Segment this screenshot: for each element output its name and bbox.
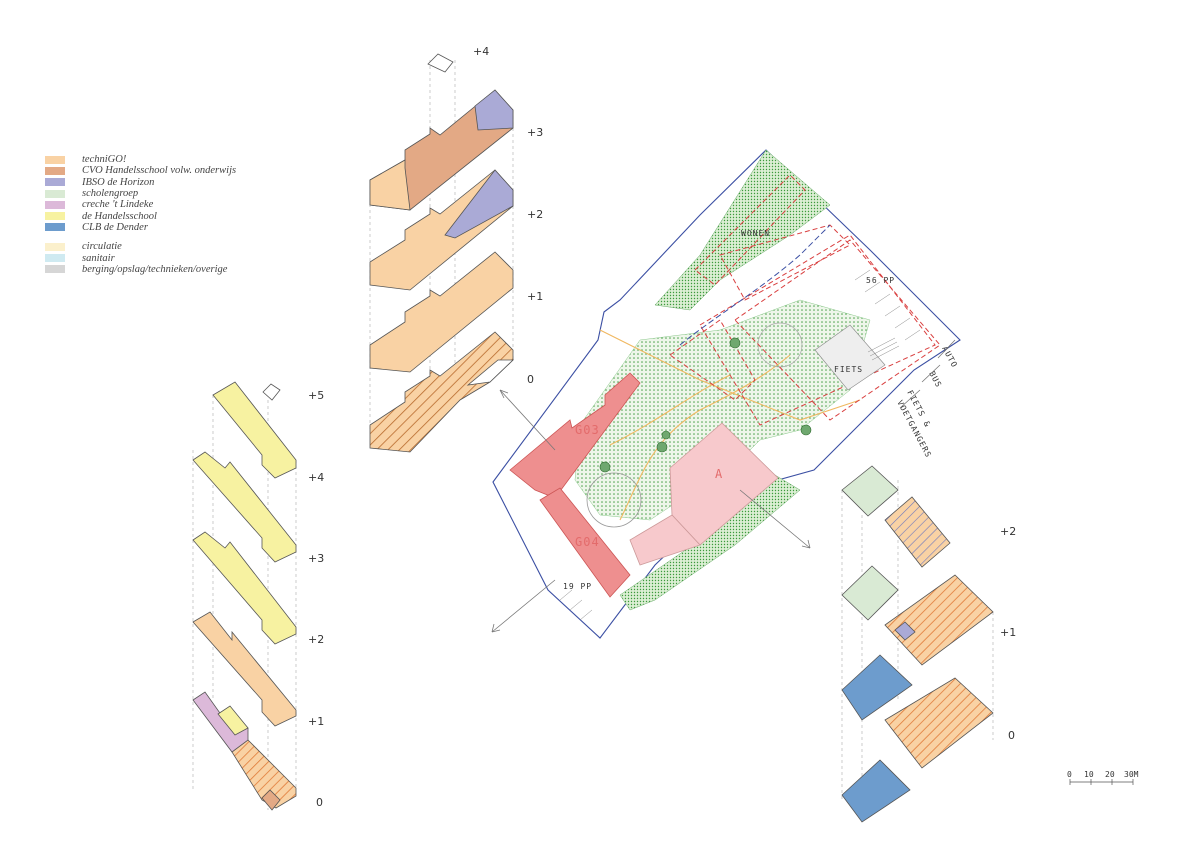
floor-plus1-right: [884, 574, 994, 666]
legend-swatch: [45, 178, 65, 187]
legend-item: CVO Handelsschool volw. onderwijs: [45, 165, 236, 176]
legend-swatch: [45, 166, 65, 175]
legend-item: sanitair: [45, 252, 236, 264]
legend-item: scholengroep: [45, 188, 236, 199]
legend-item: de Handelsschool: [45, 210, 236, 222]
levels-top: +4 +3 +2 +1 0: [473, 45, 543, 386]
level-label: +1: [527, 290, 543, 303]
legend-swatch: [45, 200, 65, 209]
level-label: +2: [1000, 525, 1016, 538]
level-label: +3: [527, 126, 543, 139]
levels-right: +2 +1 0: [1000, 525, 1016, 742]
courtyard-green: [574, 299, 871, 521]
building-a-label: A: [715, 467, 723, 481]
floor-ground: [369, 331, 514, 453]
footpaths: [599, 329, 861, 521]
parking-stripes: [559, 269, 921, 621]
legend-swatch: [45, 223, 65, 232]
level-plus4-roof: [427, 53, 454, 73]
level-label: +2: [527, 208, 543, 221]
legend-swatch: [45, 254, 65, 263]
legend-label: de Handelsschool: [82, 210, 157, 222]
green-strip-north: [654, 149, 831, 311]
legend-item: circulatie: [45, 241, 236, 252]
legend-label: IBSO de Horizon: [82, 176, 155, 188]
legend-label: CLB de Dender: [82, 221, 148, 233]
legend: techniGO!CVO Handelsschool volw. onderwi…: [45, 154, 236, 275]
legend-label: sanitair: [82, 252, 115, 264]
floor-plus5: [212, 381, 297, 479]
level-label: +5: [308, 389, 324, 402]
legend-swatch: [45, 265, 65, 274]
floor-plus3-left: [192, 531, 297, 645]
legend-swatch: [45, 189, 65, 198]
building-g04-label: G04: [575, 535, 600, 549]
building-g03-label: G03: [575, 423, 600, 437]
legend-label: creche 't Lindeke: [82, 199, 154, 211]
orientation-arrows: [491, 389, 811, 633]
parking-19-label: 19 PP: [563, 582, 592, 591]
floor-plus4: [192, 451, 297, 563]
scale-tick: 0: [1067, 770, 1072, 779]
auto-label: AUTO: [940, 345, 959, 370]
level-label: +4: [308, 471, 324, 484]
floor-ground-right: [884, 677, 994, 769]
level-label: 0: [1008, 729, 1015, 742]
site-plan: A G03 G04 WONEN 56 PP 19 PP FIETS AUTO B…: [491, 149, 961, 639]
floor-plus1: [369, 251, 514, 373]
floor-plus2-right-b: [884, 496, 951, 568]
stack-right: [841, 465, 994, 823]
parking-56-label: 56 PP: [866, 276, 895, 285]
level-label: 0: [316, 796, 323, 809]
level-label: +1: [1000, 626, 1016, 639]
legend-label: berging/opslag/technieken/overige: [82, 263, 228, 275]
legend-item: berging/opslag/technieken/overige: [45, 264, 236, 275]
trees: [599, 337, 812, 473]
scale-bar: 0 10 20 30M: [1067, 770, 1139, 785]
building-a: [669, 422, 779, 546]
round-feature: [586, 472, 642, 528]
stack-left: [192, 381, 297, 811]
level-label: +1: [308, 715, 324, 728]
wonen-label: WONEN: [741, 229, 770, 238]
legend-label: circulatie: [82, 241, 122, 253]
level-label: +3: [308, 552, 324, 565]
legend-item: techniGO!: [45, 154, 236, 165]
scale-tick: 10: [1084, 770, 1094, 779]
bus-label: BUS: [927, 370, 943, 390]
fiets-label: FIETS: [834, 365, 863, 374]
level-label: +4: [473, 45, 489, 58]
legend-item: creche 't Lindeke: [45, 199, 236, 210]
legend-label: CVO Handelsschool volw. onderwijs: [82, 165, 237, 177]
building-g04: [539, 487, 631, 598]
legend-swatch: [45, 212, 65, 221]
levels-left: +5 +4 +3 +2 +1 0: [308, 389, 324, 809]
floor-plus2-right-a: [841, 465, 899, 517]
level-label: +2: [308, 633, 324, 646]
legend-item: CLB de Dender: [45, 222, 236, 233]
planning-boundaries: [669, 174, 941, 426]
legend-label: scholengroep: [82, 188, 139, 200]
level-label: 0: [527, 373, 534, 386]
legend-swatch: [45, 242, 65, 251]
fiets-shelter: [814, 324, 886, 391]
legend-item: IBSO de Horizon: [45, 177, 236, 188]
scale-tick: 30M: [1124, 770, 1139, 779]
floor-plus2-left: [192, 611, 297, 727]
legend-swatch: [45, 155, 65, 164]
scale-tick: 20: [1105, 770, 1115, 779]
stack-top: [369, 53, 514, 453]
building-g03: [509, 372, 641, 499]
legend-label: techniGO!: [82, 154, 127, 166]
